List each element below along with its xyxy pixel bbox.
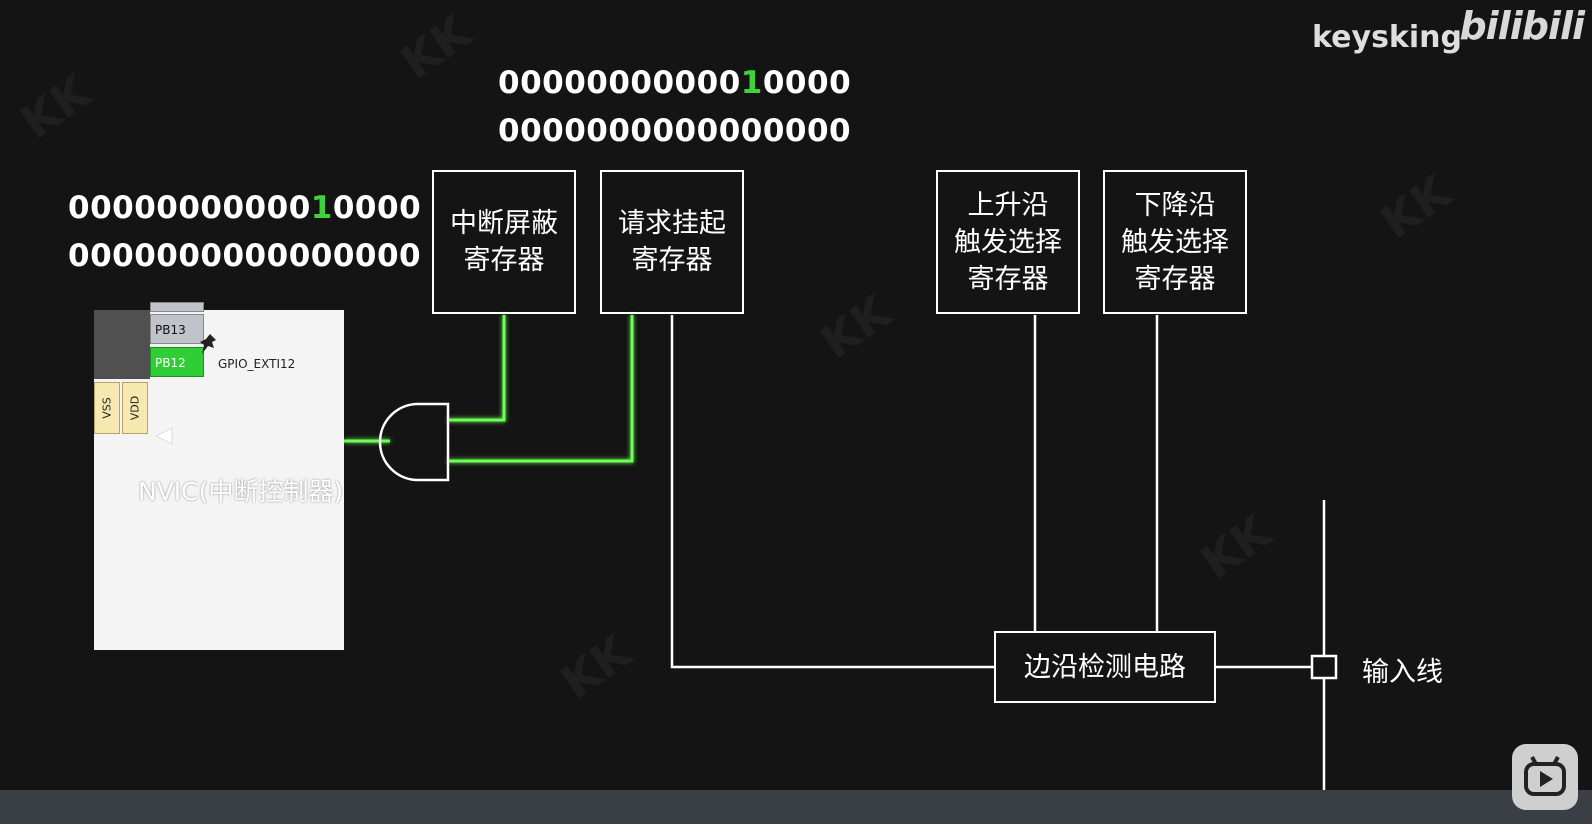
arrow-left-icon <box>154 427 173 445</box>
register-label: 下降沿 <box>1134 189 1216 221</box>
register-label: 寄存器 <box>631 245 713 276</box>
play-icon <box>1524 756 1566 796</box>
bits-left: 0000000000010000 0000000000000000 <box>68 190 422 274</box>
edge-detect-circuit: 边沿检测电路 <box>994 631 1216 703</box>
falling-trigger-register: 下降沿 触发选择 寄存器 <box>1103 170 1247 314</box>
register-label: 上升沿 <box>967 189 1049 221</box>
pin-pb12[interactable]: PB12 <box>150 347 204 377</box>
wire-pending-to-and <box>448 315 634 463</box>
register-label: 中断屏蔽 <box>450 208 558 239</box>
and-gate-icon <box>378 402 450 482</box>
rising-trigger-register: 上升沿 触发选择 寄存器 <box>936 170 1080 314</box>
bilibili-logo: bilibili <box>1459 4 1585 48</box>
pushpin-icon <box>200 334 216 354</box>
chip-pin <box>150 302 204 312</box>
nvic-label: NVIC(中断控制器) <box>138 477 344 506</box>
register-label: 触发选择 <box>954 226 1062 258</box>
register-label: 寄存器 <box>967 263 1049 295</box>
white-wires <box>670 315 1326 790</box>
register-label: 触发选择 <box>1121 226 1229 258</box>
wire-mask-to-and <box>448 315 506 422</box>
pin-vdd[interactable]: VDD <box>122 382 148 434</box>
brand-name: keysking <box>1312 20 1462 55</box>
bits-top: 0000000000010000 0000000000000000 <box>498 65 852 149</box>
register-label: 边沿检测电路 <box>1024 651 1186 683</box>
register-label: 请求挂起 <box>618 208 726 239</box>
interrupt-mask-register: 中断屏蔽 寄存器 <box>432 170 576 314</box>
register-label: 寄存器 <box>463 245 545 276</box>
input-terminal-icon <box>1310 654 1338 680</box>
chip-body <box>94 310 150 379</box>
wire-pending-to-edge <box>670 315 994 669</box>
pending-request-register: 请求挂起 寄存器 <box>600 170 744 314</box>
pin-vss[interactable]: VSS <box>94 382 120 434</box>
gpio-exti12-label: GPIO_EXTI12 <box>218 357 296 371</box>
register-label: 寄存器 <box>1134 263 1216 295</box>
green-wires <box>344 315 634 463</box>
input-line-label: 输入线 <box>1362 657 1443 688</box>
pin-pb13[interactable]: PB13 <box>150 314 204 344</box>
chip-panel: PB13 PB12 GPIO_EXTI12 VSS VDD <box>94 302 344 650</box>
play-button[interactable] <box>1512 744 1578 810</box>
subtitle-bar <box>0 790 1592 824</box>
